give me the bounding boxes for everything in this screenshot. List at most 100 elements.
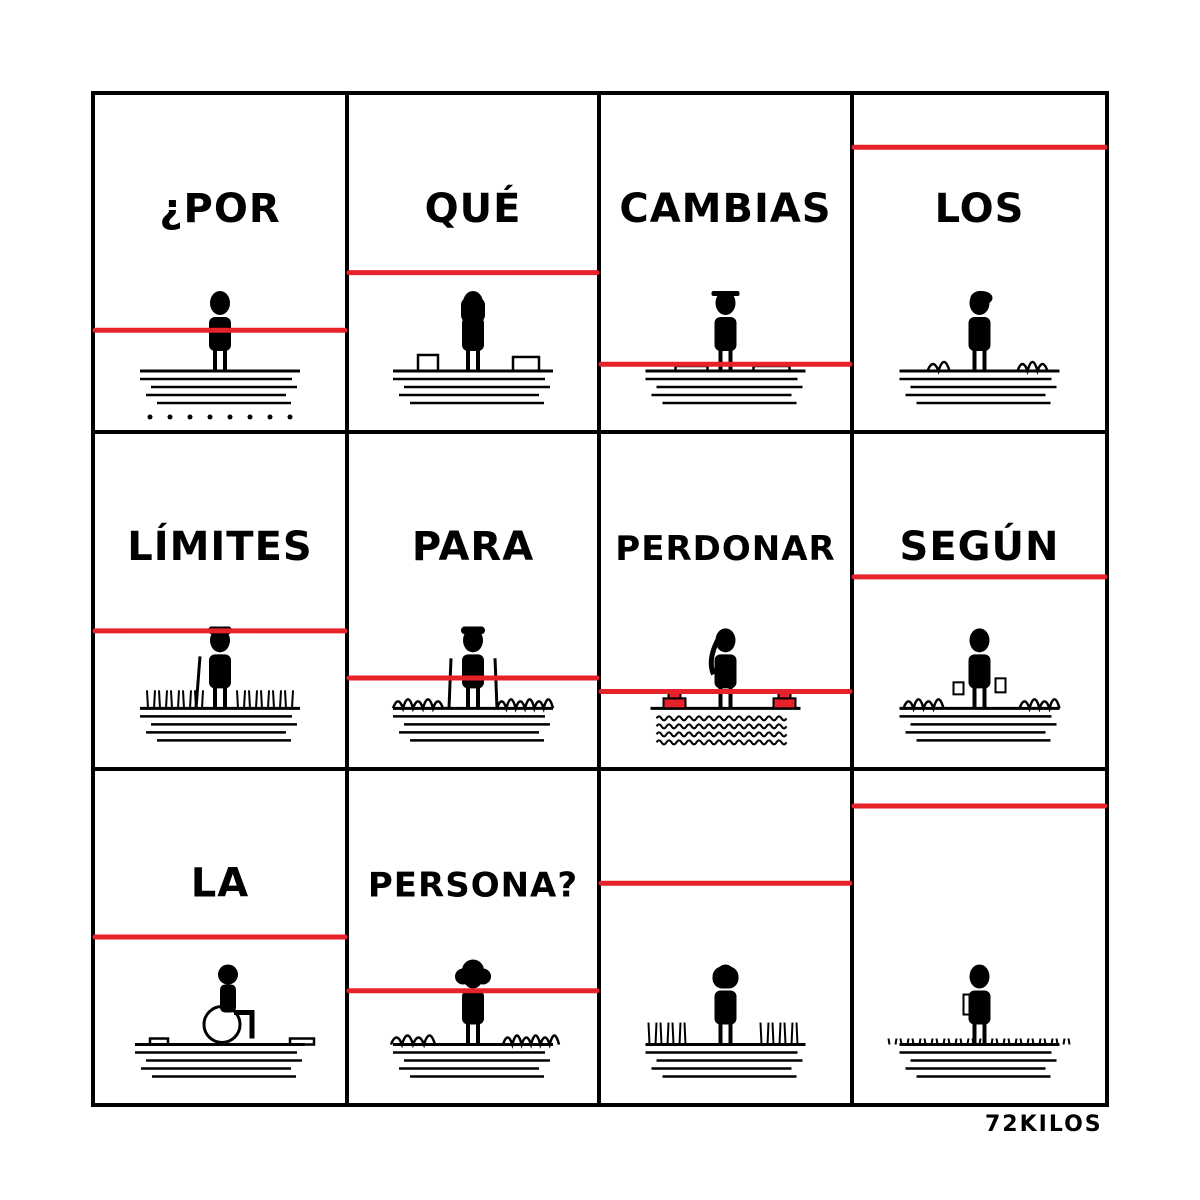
figure-body — [714, 654, 737, 689]
ground-pebble — [247, 414, 253, 420]
grass-blade — [947, 1038, 951, 1045]
grass-blade — [911, 1038, 915, 1045]
grass-blade — [995, 1038, 999, 1045]
figure-leg — [728, 1022, 733, 1045]
figure-leg — [213, 348, 217, 371]
grass-blade — [759, 1022, 763, 1045]
figure-head — [210, 628, 230, 653]
ground-pebble — [227, 414, 233, 420]
figure-head — [715, 290, 736, 315]
panel-word: PERDONAR — [615, 529, 835, 569]
grass-blade — [894, 1038, 898, 1045]
figure-leg — [728, 348, 733, 371]
box-icon — [148, 1037, 170, 1046]
panel — [598, 880, 853, 1078]
red-block-icon — [662, 697, 687, 710]
figure-hair — [477, 626, 485, 635]
crutch-icon — [493, 658, 499, 709]
panel: QUÉ — [346, 184, 600, 405]
bag-icon — [952, 681, 965, 696]
artist-signature: 72KILOS — [985, 1112, 1103, 1137]
figure-body — [220, 984, 236, 1013]
figure-leg — [476, 686, 480, 709]
grass-blade — [671, 1022, 675, 1045]
panel-word: PERSONA? — [368, 866, 578, 906]
grass-blade — [887, 1038, 891, 1045]
grass-blade — [1067, 1038, 1071, 1045]
figure-leg — [982, 686, 987, 709]
grass-blade — [189, 690, 192, 709]
grass-blade — [170, 690, 173, 709]
panel: PARA — [346, 524, 600, 742]
figure-leg — [972, 1022, 977, 1045]
grass-blade — [783, 1022, 787, 1045]
grass-blade — [236, 690, 239, 709]
grass-blade — [790, 1022, 794, 1045]
panel-word: LOS — [935, 186, 1025, 232]
grass-blade — [678, 1022, 682, 1045]
grass-blade — [1062, 1038, 1066, 1045]
figure-leg — [972, 348, 977, 371]
grass-blade — [1055, 1038, 1059, 1045]
grass-blade — [978, 1038, 982, 1045]
figure-leg — [234, 1010, 255, 1039]
grass-blade — [666, 1022, 670, 1045]
ground-pebble — [167, 414, 173, 420]
figure-leg — [466, 348, 470, 371]
ground-pebble — [267, 414, 273, 420]
grass-blade — [990, 1038, 994, 1045]
grass-blade — [243, 690, 246, 709]
grass-blade — [1026, 1038, 1030, 1045]
figure-leg — [466, 1022, 470, 1045]
figure-body — [714, 990, 737, 1025]
grass-blade — [284, 690, 287, 709]
grass-blade — [1014, 1038, 1018, 1045]
figure-body — [968, 316, 991, 351]
ground-pebble — [187, 414, 193, 420]
bush-icon — [1018, 698, 1061, 713]
grass-blade — [182, 690, 185, 709]
grass-blade — [248, 690, 251, 709]
bush-icon — [391, 698, 445, 713]
panel: CAMBIAS — [598, 186, 853, 405]
grass-blade — [177, 690, 180, 709]
grass-blade — [201, 690, 204, 709]
panel-word: CAMBIAS — [619, 186, 831, 232]
bush-icon — [902, 698, 945, 713]
panel — [851, 803, 1108, 1078]
figure-head — [969, 628, 990, 653]
grass-blade — [923, 1038, 927, 1045]
cane-icon — [194, 656, 202, 709]
figure-leg — [972, 686, 977, 709]
grass-blade — [942, 1038, 946, 1045]
grass-blade — [647, 1022, 651, 1045]
wave-line — [655, 715, 788, 722]
wave-line — [655, 739, 788, 746]
grass-blade — [1038, 1038, 1042, 1045]
figure-body — [462, 316, 484, 351]
bush-icon — [1016, 360, 1049, 376]
figure-hair — [712, 966, 739, 989]
panel: LÍMITES — [92, 522, 348, 742]
panel: PERDONAR — [598, 529, 853, 746]
panel-word: LA — [191, 861, 249, 907]
bush-icon — [926, 360, 951, 375]
grass-blade — [771, 1022, 775, 1045]
figure-head — [715, 628, 736, 653]
grass-blade — [1002, 1038, 1006, 1045]
figure-hair — [461, 296, 485, 323]
ground-pebble — [287, 414, 293, 420]
grass-blade — [935, 1038, 939, 1045]
box-icon — [752, 364, 791, 373]
figure-head — [218, 964, 238, 985]
figure-head — [210, 290, 230, 315]
grass-blade — [654, 1022, 658, 1045]
figure-cap — [711, 290, 740, 296]
backpack-icon — [962, 993, 973, 1016]
panel-word: LÍMITES — [127, 522, 312, 570]
figure-body — [714, 316, 737, 351]
figure-body — [209, 316, 231, 351]
grass-blade — [1050, 1038, 1054, 1045]
grass-blade — [983, 1038, 987, 1045]
